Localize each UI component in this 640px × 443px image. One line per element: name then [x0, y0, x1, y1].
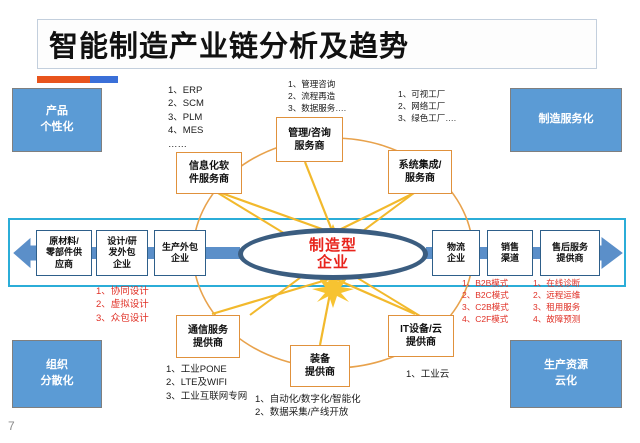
chain-box-sales-channel[interactable]: 销售渠道 — [487, 230, 533, 276]
chain-box-after-sales-provider[interactable]: 售后服务提供商 — [540, 230, 600, 276]
chain-box-raw-materials[interactable]: 原材料/零部件供应商 — [36, 230, 92, 276]
provider-box-system-integration[interactable]: 系统集成/服务商 — [388, 150, 452, 194]
note-line: 3、C2B模式 — [462, 302, 509, 313]
note-line: 2、B2C模式 — [462, 290, 509, 301]
chain-box-label: 原材料/零部件供应商 — [45, 236, 82, 269]
trend-label: 产品个性化 — [40, 105, 74, 133]
note-line: 3、工业互联网专网 — [166, 390, 248, 402]
note-line: 3、数据服务…. — [288, 103, 347, 114]
page-title: 智能制造产业链分析及趋势 — [49, 31, 410, 63]
note-line: 1、可视工厂 — [398, 89, 446, 99]
center-node-manufacturing-enterprise[interactable]: 制造型 企业 — [238, 228, 428, 280]
note-line: 1、自动化/数字化/智能化 — [255, 394, 361, 405]
note-line: 2、网络工厂 — [398, 101, 446, 112]
provider-label: 管理/咨询服务商 — [288, 127, 331, 152]
chain-box-label: 物流企业 — [446, 241, 465, 263]
trend-box-organization-decentralization[interactable]: 组织分散化 — [12, 340, 102, 408]
note-list-equipment: 1、自动化/数字化/智能化 2、数据采集/产线开放 — [255, 393, 361, 420]
note-line: 2、SCM — [168, 98, 204, 110]
page-number: 7 — [8, 419, 15, 433]
center-label-line1: 制造型 — [308, 236, 357, 254]
trend-label: 制造服务化 — [538, 113, 594, 126]
note-line: 1、工业云 — [406, 369, 450, 380]
note-line: 2、LTE及WIFI — [166, 377, 228, 389]
chain-box-label: 销售渠道 — [500, 241, 519, 263]
note-line: 3、PLM — [168, 111, 203, 123]
trend-box-manufacturing-servitization[interactable]: 制造服务化 — [510, 88, 622, 152]
trend-box-product-personalization[interactable]: 产品个性化 — [12, 88, 102, 152]
note-line: …… — [168, 138, 187, 150]
note-line: 1、在线诊断 — [533, 278, 581, 288]
note-line: 3、众包设计 — [96, 312, 149, 324]
slide-title-box: 智能制造产业链分析及趋势 — [37, 19, 597, 69]
provider-label: IT设备/云提供商 — [400, 324, 442, 348]
center-label-line2: 企业 — [316, 254, 349, 271]
trend-label: 生产资源云化 — [544, 359, 588, 387]
trend-box-production-resource-cloud[interactable]: 生产资源云化 — [510, 340, 622, 408]
provider-label: 装备提供商 — [305, 354, 335, 378]
title-accent-bar-orange — [37, 76, 90, 83]
note-line: 2、数据采集/产线开放 — [255, 407, 349, 419]
chain-box-label: 生产外包企业 — [161, 241, 198, 263]
note-line: 3、绿色工厂…. — [398, 113, 457, 124]
note-line: 1、管理咨询 — [288, 79, 336, 89]
chain-box-label: 售后服务提供商 — [551, 241, 588, 263]
provider-box-it-software[interactable]: 信息化软件服务商 — [176, 152, 242, 194]
trend-label: 组织分散化 — [40, 359, 74, 387]
note-line: 1、工业PONE — [166, 364, 227, 375]
chain-box-logistics[interactable]: 物流企业 — [432, 230, 480, 276]
note-line: 2、流程再造 — [288, 91, 336, 102]
note-line: 1、ERP — [168, 85, 203, 96]
note-line: 4、MES — [168, 125, 204, 137]
provider-label: 系统集成/服务商 — [398, 160, 442, 184]
chain-box-design-rnd-outsourcing[interactable]: 设计/研发外包企业 — [96, 230, 148, 276]
provider-box-it-equipment-cloud[interactable]: IT设备/云提供商 — [388, 315, 454, 357]
note-line: 1、协同设计 — [96, 286, 149, 297]
title-accent-bar-blue — [90, 76, 118, 83]
chain-box-production-outsourcing[interactable]: 生产外包企业 — [154, 230, 206, 276]
spoke-group-bottom — [211, 276, 416, 346]
note-list-it-cloud: 1、工业云 — [406, 368, 449, 381]
note-line: 3、租用服务 — [533, 302, 581, 313]
chain-box-label: 设计/研发外包企业 — [107, 236, 137, 269]
note-line: 2、虚拟设计 — [96, 299, 149, 311]
note-line: 1、B2B模式 — [462, 278, 509, 288]
provider-label: 通信服务提供商 — [188, 324, 228, 349]
provider-label: 信息化软件服务商 — [189, 161, 229, 185]
provider-box-communication-service[interactable]: 通信服务提供商 — [176, 315, 240, 358]
provider-box-management-consulting[interactable]: 管理/咨询服务商 — [276, 117, 343, 162]
note-line: 2、远程运维 — [533, 290, 581, 301]
note-line: 4、C2F模式 — [462, 314, 509, 325]
note-line: 4、故障预测 — [533, 314, 581, 325]
provider-box-equipment[interactable]: 装备提供商 — [290, 345, 350, 387]
